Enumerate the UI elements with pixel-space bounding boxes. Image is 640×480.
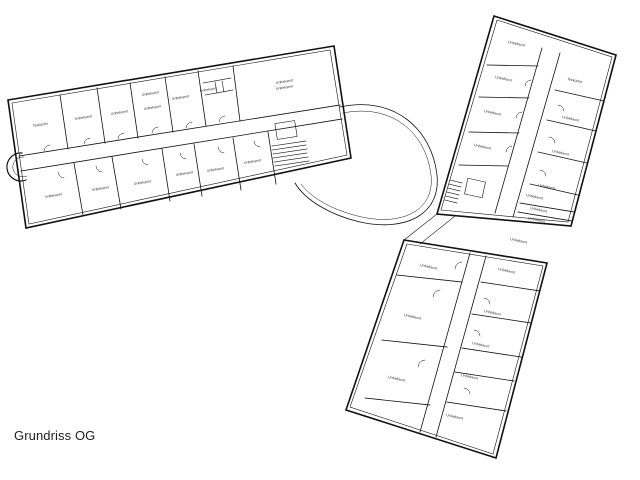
connector-ellipse-south xyxy=(300,110,432,220)
room-label: Unbekannt xyxy=(562,115,580,123)
room-label: Unbekannt xyxy=(142,90,160,97)
room-label: Unbekannt xyxy=(176,170,194,177)
room-label: Unbekannt xyxy=(474,143,492,151)
room-label: Unbekannt xyxy=(420,263,438,271)
plan-title: Grundriss OG xyxy=(14,428,96,443)
room-label: Unbekannt xyxy=(92,185,110,192)
east-south-partitions-west xyxy=(364,274,463,406)
room-label: Unbekannt xyxy=(111,109,129,116)
east-wing xyxy=(344,14,617,460)
east-door-swings xyxy=(417,79,565,395)
west-round-bay xyxy=(6,152,27,182)
west-corridor-wall-north xyxy=(18,104,341,157)
room-label: Unbekannt xyxy=(200,86,218,93)
east-north-block-inner xyxy=(440,19,613,223)
room-label: Unbekannt xyxy=(472,341,490,349)
room-label: Unbekannt xyxy=(510,237,528,245)
east-north-block-outline xyxy=(435,14,617,227)
room-label: Unbekannt xyxy=(276,78,294,85)
connector-bridge xyxy=(294,104,438,226)
room-label: Unbekannt xyxy=(144,104,162,111)
west-wc-block xyxy=(202,77,234,96)
east-lobby-link xyxy=(403,213,456,245)
room-label: Unbekannt xyxy=(134,179,152,186)
west-north-partitions xyxy=(59,65,241,150)
room-label: Unbekannt xyxy=(45,192,63,199)
west-stairwell xyxy=(271,120,310,167)
room-label: Teeküche xyxy=(33,122,49,128)
room-label: Unbekannt xyxy=(508,40,526,48)
room-label: Unbekannt xyxy=(244,158,262,165)
east-north-partitions-east xyxy=(517,89,605,222)
room-label: Unbekannt xyxy=(446,413,464,421)
room-label: Unbekannt xyxy=(526,193,544,201)
room-label: Teeküche xyxy=(567,77,583,84)
room-label: Unbekannt xyxy=(404,313,422,321)
connector-ellipse-north xyxy=(294,104,438,226)
east-south-partitions-east xyxy=(446,281,541,412)
east-south-block-outline xyxy=(344,239,548,460)
room-labels: Teeküche Unbekannt Unbekannt Unbekannt U… xyxy=(33,40,583,421)
room-label: Unbekannt xyxy=(538,183,556,191)
room-label: Unbekannt xyxy=(276,84,294,91)
room-label: Unbekannt xyxy=(172,94,190,101)
room-label: Unbekannt xyxy=(484,309,502,317)
east-south-block-inner xyxy=(349,243,544,455)
west-door-swings xyxy=(43,115,261,179)
east-south-corridor-east xyxy=(435,255,487,438)
room-label: Unbekannt xyxy=(75,114,93,121)
room-label: Unbekannt xyxy=(484,109,502,117)
room-label: Unbekannt xyxy=(530,206,548,214)
room-label: Unbekannt xyxy=(528,216,546,224)
room-label: Unbekannt xyxy=(498,267,516,275)
west-wing-inner-outline xyxy=(11,49,348,225)
east-south-corridor-west xyxy=(419,252,471,433)
room-label: Unbekannt xyxy=(461,373,479,381)
east-north-partitions-west xyxy=(458,64,539,167)
room-label: Unbekannt xyxy=(207,166,225,173)
room-label: Unbekannt xyxy=(552,149,570,157)
east-north-corridor-west xyxy=(494,47,543,214)
east-stairwell xyxy=(444,177,486,204)
west-corridor-wall-south xyxy=(20,118,343,172)
room-label: Unbekannt xyxy=(495,75,513,83)
room-label: Unbekannt xyxy=(388,375,406,383)
west-wing xyxy=(6,45,352,229)
west-wing-outline xyxy=(7,45,352,229)
east-north-corridor-east xyxy=(512,52,561,218)
west-south-partitions xyxy=(73,131,277,216)
